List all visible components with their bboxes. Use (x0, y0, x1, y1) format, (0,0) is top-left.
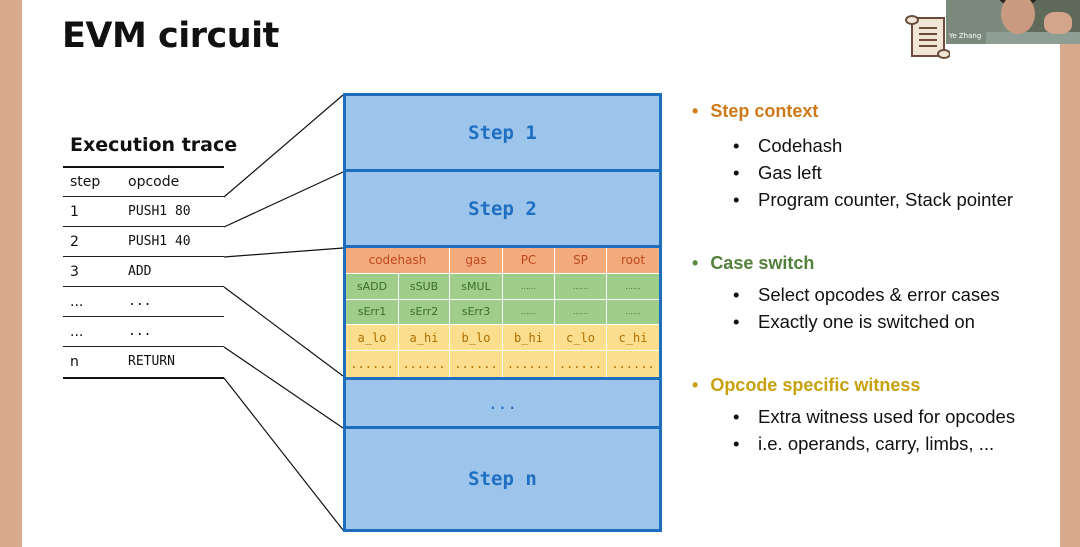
bullet-item: •Extra witness used for opcodes (733, 406, 1016, 427)
step-2-block: Step 2 (346, 172, 659, 248)
witness-cell: b_hi (503, 325, 555, 352)
trace-opcode: PUSH1 40 (128, 234, 191, 249)
trace-opcode: ... (128, 324, 152, 339)
bullet-icon: • (692, 101, 699, 121)
witness-cell: a_hi (399, 325, 450, 352)
switch-cell: ...... (607, 299, 659, 326)
trace-opcode: ... (128, 294, 152, 309)
switch-cell: ...... (503, 273, 555, 300)
bullet-item: •Program counter, Stack pointer (733, 189, 1014, 210)
trace-header-row: step opcode (63, 167, 224, 197)
switch-cell: ...... (555, 273, 607, 300)
ellipsis-block: ... (346, 377, 659, 429)
case-switch-row: sADD sSUB sMUL ...... ...... ...... (346, 273, 659, 300)
step-context-heading: • Step context (692, 101, 818, 122)
trace-row: 1 PUSH1 80 (63, 197, 224, 227)
heading-text: Opcode specific witness (710, 375, 921, 395)
trace-row: 2 PUSH1 40 (63, 227, 224, 257)
context-cell-pc: PC (503, 248, 555, 274)
switch-cell: sErr1 (346, 299, 399, 326)
trace-row: n RETURN (63, 347, 224, 377)
witness-cell: ...... (399, 351, 450, 377)
witness-cell: ...... (450, 351, 503, 377)
switch-cell: sSUB (399, 273, 450, 300)
step-n-block: Step n (346, 429, 659, 529)
trace-opcode: RETURN (128, 354, 175, 369)
switch-cell: sMUL (450, 273, 503, 300)
webcam-name-label: Ye Zhang (949, 32, 982, 40)
bullet-item: •Select opcodes & error cases (733, 284, 1000, 305)
trace-row: ... ... (63, 317, 224, 347)
bullet-item: •Exactly one is switched on (733, 311, 975, 332)
scroll-logo-icon (905, 15, 950, 59)
heading-text: Step context (710, 101, 819, 121)
slide-title: EVM circuit (62, 16, 279, 56)
step-detail-grid: codehash gas PC SP root sADD sSUB sMUL .… (346, 248, 659, 377)
switch-cell: ...... (555, 299, 607, 326)
witness-cell: c_lo (555, 325, 607, 352)
switch-cell: sErr3 (450, 299, 503, 326)
switch-cell: ...... (503, 299, 555, 326)
evm-circuit-diagram: Step 1 Step 2 codehash gas PC SP root sA… (343, 93, 662, 532)
trace-step: 2 (70, 234, 79, 250)
trace-title: Execution trace (70, 134, 238, 156)
bullet-icon: • (692, 375, 699, 395)
trace-bottom-rule (63, 377, 224, 379)
trace-opcode: PUSH1 80 (128, 204, 191, 219)
trace-header-step: step (70, 174, 101, 190)
context-cell-codehash: codehash (346, 248, 450, 274)
trace-step: ... (70, 294, 84, 310)
trace-header-opcode: opcode (128, 174, 180, 190)
witness-cell: ...... (555, 351, 607, 377)
trace-row: 3 ADD (63, 257, 224, 287)
error-switch-row: sErr1 sErr2 sErr3 ...... ...... ...... (346, 299, 659, 326)
witness-row: ...... ...... ...... ...... ...... .....… (346, 351, 659, 377)
witness-cell: ...... (503, 351, 555, 377)
webcam-overlay: Ye Zhang (946, 0, 1080, 44)
switch-cell: sErr2 (399, 299, 450, 326)
trace-row: ... ... (63, 287, 224, 317)
context-cell-gas: gas (450, 248, 503, 274)
switch-cell: sADD (346, 273, 399, 300)
witness-cell: ...... (607, 351, 659, 377)
step-1-block: Step 1 (346, 96, 659, 172)
trace-step: 3 (70, 264, 79, 280)
case-switch-heading: • Case switch (692, 253, 814, 274)
context-cell-root: root (607, 248, 659, 274)
trace-step: 1 (70, 204, 79, 220)
witness-cell: ...... (346, 351, 399, 377)
bullet-icon: • (692, 253, 699, 273)
heading-text: Case switch (710, 253, 815, 273)
context-cell-sp: SP (555, 248, 607, 274)
bullet-item: •i.e. operands, carry, limbs, ... (733, 433, 995, 454)
witness-row: a_lo a_hi b_lo b_hi c_lo c_hi (346, 325, 659, 352)
trace-step: ... (70, 324, 84, 340)
bullet-item: •Codehash (733, 135, 843, 156)
opcode-witness-heading: • Opcode specific witness (692, 375, 920, 396)
witness-cell: c_hi (607, 325, 659, 352)
trace-opcode: ADD (128, 264, 152, 279)
witness-cell: a_lo (346, 325, 399, 352)
bullet-item: •Gas left (733, 162, 822, 183)
trace-top-rule (63, 166, 224, 168)
trace-step: n (70, 354, 79, 370)
switch-cell: ...... (607, 273, 659, 300)
witness-cell: b_lo (450, 325, 503, 352)
step-context-row: codehash gas PC SP root (346, 248, 659, 274)
